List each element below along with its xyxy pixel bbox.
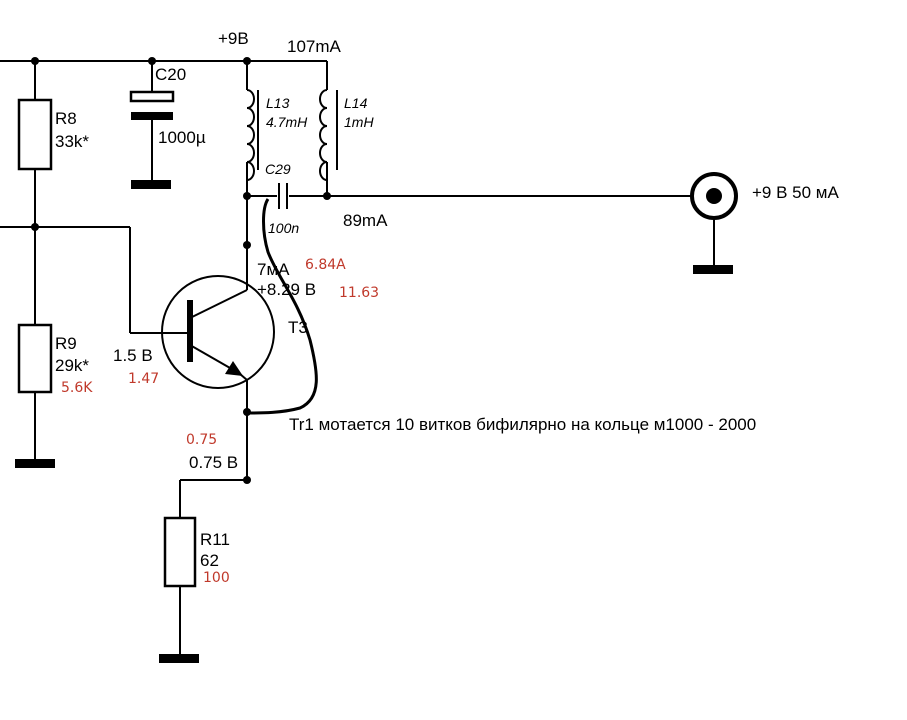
t3-collector-current-alt: 6.84A — [305, 257, 346, 273]
emitter-voltage: 0.75 В — [189, 453, 238, 472]
l14-value: 1mH — [344, 114, 374, 130]
t3-base-voltage-alt: 1.47 — [128, 371, 159, 387]
t3-name: T3 — [288, 318, 308, 337]
emitter-voltage-alt: 0.75 — [186, 432, 217, 448]
c29-name: C29 — [265, 161, 291, 177]
resistor-r11 — [163, 479, 247, 655]
winding-note: Tr1 мотается 10 витков бифилярно на коль… — [289, 415, 756, 434]
r8-name: R8 — [55, 109, 77, 128]
junction-dot — [243, 241, 251, 249]
r9-name: R9 — [55, 334, 77, 353]
resistor-r8 — [17, 61, 53, 325]
l13-value: 4.7mH — [266, 114, 308, 130]
c20-name: C20 — [155, 65, 186, 84]
t3-collector-voltage-alt: 11.63 — [339, 285, 379, 301]
ground-symbol — [15, 459, 55, 468]
l14-name: L14 — [344, 95, 368, 111]
output-current-label: 89mA — [343, 211, 388, 230]
t3-collector-voltage: +8.29 В — [257, 280, 316, 299]
r11-alt-value: 100 — [203, 570, 230, 586]
r9-value: 29k* — [55, 356, 89, 375]
r11-value: 62 — [200, 551, 219, 570]
ground-symbol — [131, 180, 171, 189]
t3-collector-current: 7мА — [257, 260, 290, 279]
supply-current-label: 107mA — [287, 37, 342, 56]
t3-base-voltage: 1.5 В — [113, 346, 153, 365]
coax-connector-icon — [690, 172, 738, 266]
r11-name: R11 — [200, 530, 230, 549]
tr1-winding-wire — [246, 198, 318, 415]
c20-value: 1000µ — [158, 128, 206, 147]
ground-symbol — [159, 654, 199, 663]
r9-alt-value: 5.6K — [61, 380, 93, 396]
inductor-l13 — [246, 61, 259, 290]
l13-name: L13 — [266, 95, 290, 111]
ground-symbol — [693, 265, 733, 274]
capacitor-c29 — [247, 183, 327, 209]
r8-value: 33k* — [55, 132, 89, 151]
inductor-l14 — [319, 61, 338, 196]
c29-value: 100n — [268, 220, 299, 236]
transistor-t3 — [161, 275, 275, 480]
output-connector-label: +9 В 50 мА — [752, 183, 839, 202]
capacitor-c20 — [129, 61, 175, 182]
supply-voltage-label: +9В — [218, 29, 249, 48]
resistor-r9 — [17, 323, 53, 460]
